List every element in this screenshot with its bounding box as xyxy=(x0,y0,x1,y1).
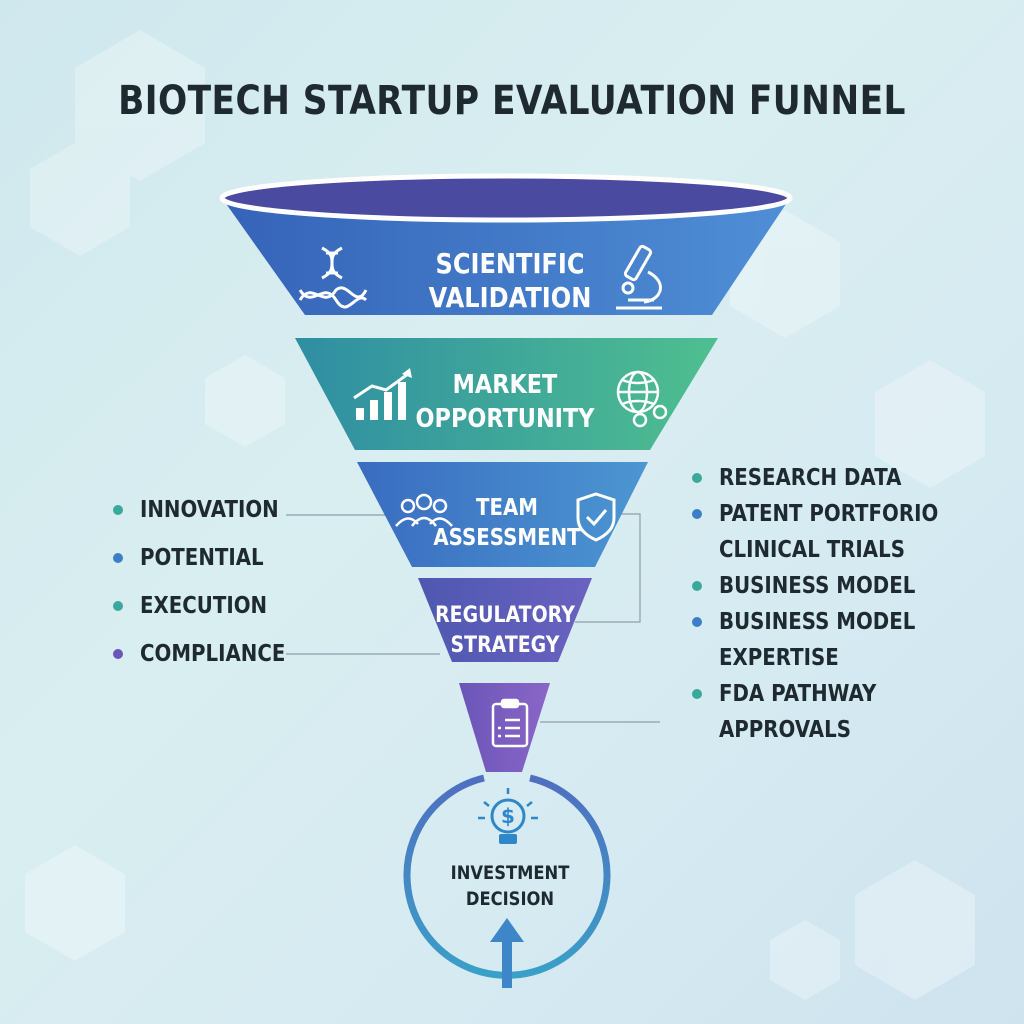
list-item: EXECUTION xyxy=(113,582,309,630)
stage-team-assessment xyxy=(357,462,648,567)
stage-final xyxy=(459,683,550,772)
stage-2-line-2: OPPORTUNITY xyxy=(415,404,595,434)
list-item: EXPERTISE xyxy=(719,645,839,671)
list-item: FDA PATHWAY xyxy=(692,676,974,712)
dna-icon xyxy=(298,246,368,309)
stage-2-line-1: MARKET xyxy=(452,370,558,400)
team-icon xyxy=(395,493,453,527)
microscope-icon xyxy=(616,244,662,310)
growth-chart-icon xyxy=(353,368,412,420)
shield-check-icon xyxy=(576,492,616,542)
stage-3-line-1: TEAM xyxy=(475,495,539,521)
stage-3-line-2: ASSESSMENT xyxy=(433,525,581,551)
stage-4-line-1: REGULATORY xyxy=(435,603,575,628)
stage-1-label: SCIENTIFIC VALIDATION xyxy=(398,247,622,315)
lightbulb-dollar-icon: $ xyxy=(478,788,538,844)
list-item: CLINICAL TRIALS xyxy=(719,537,905,563)
right-criteria-list: RESEARCH DATA PATENT PORTFORIO CLINICAL … xyxy=(692,460,974,748)
page-title: BIOTECH STARTUP EVALUATION FUNNEL xyxy=(118,78,906,124)
stage-scientific-validation xyxy=(219,173,793,315)
decision-line-1: INVESTMENT xyxy=(450,862,570,884)
list-item: COMPLIANCE xyxy=(113,630,309,678)
stage-market-opportunity xyxy=(295,338,718,450)
list-item: INNOVATION xyxy=(113,486,309,534)
list-item: BUSINESS MODEL xyxy=(692,604,974,640)
stage-regulatory-strategy xyxy=(418,578,592,662)
stage-2-label: MARKET OPPORTUNITY xyxy=(398,368,613,436)
globe-gears-icon xyxy=(616,370,668,428)
svg-text:$: $ xyxy=(501,804,515,828)
list-item: RESEARCH DATA xyxy=(692,460,974,496)
decision-line-2: DECISION xyxy=(465,888,555,910)
list-item: APPROVALS xyxy=(719,717,851,743)
list-item: BUSINESS MODEL xyxy=(692,568,974,604)
stage-4-label: REGULATORY STRATEGY xyxy=(428,601,583,661)
stage-4-line-2: STRATEGY xyxy=(450,633,560,658)
up-arrow-icon xyxy=(490,918,524,988)
stage-3-label: TEAM ASSESSMENT xyxy=(421,493,593,553)
clipboard-icon xyxy=(491,698,529,748)
stage-1-line-2: VALIDATION xyxy=(428,281,592,314)
left-criteria-list: INNOVATION POTENTIAL EXECUTION COMPLIANC… xyxy=(113,486,309,678)
list-item: PATENT PORTFORIO xyxy=(692,496,974,532)
stage-1-line-1: SCIENTIFIC xyxy=(435,247,585,280)
list-item: POTENTIAL xyxy=(113,534,309,582)
investment-decision-label: INVESTMENT DECISION xyxy=(424,860,596,912)
